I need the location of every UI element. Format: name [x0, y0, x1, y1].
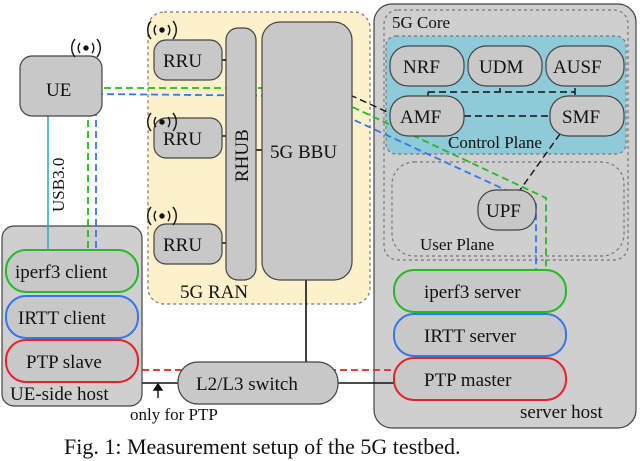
- rru-label: RRU: [163, 235, 202, 256]
- irtt-server-box: [393, 313, 567, 357]
- rhub-box: [225, 27, 257, 281]
- figure-caption: Fig. 1: Measurement setup of the 5G test…: [64, 434, 461, 459]
- usb-label: USB3.0: [49, 158, 68, 212]
- upf-box: [477, 189, 537, 231]
- upf-label: UPF: [486, 201, 521, 222]
- core-links: [349, 88, 576, 191]
- rru-box: [153, 39, 223, 81]
- rru-group: RRU RRU RRU: [153, 39, 223, 265]
- nrf-label: NRF: [403, 57, 440, 78]
- ausf-box: [545, 45, 625, 87]
- ptp-master-box: [393, 357, 567, 401]
- nrf-box: [389, 45, 465, 87]
- user-plane-label: User Plane: [420, 235, 494, 254]
- ue-host-label: UE-side host: [10, 384, 109, 405]
- amf-label: AMF: [400, 107, 441, 128]
- rru-box: [153, 223, 223, 265]
- rru-antenna-icons: [147, 20, 177, 226]
- irtt-server-label: IRTT server: [424, 326, 517, 347]
- control-plane-label: Control Plane: [448, 133, 542, 152]
- irtt-client-box: [5, 295, 139, 339]
- iperf3-server-box: [393, 269, 567, 313]
- ptp-slave-label: PTP slave: [26, 352, 102, 373]
- smf-box: [549, 95, 625, 137]
- ptp-note: only for PTP: [130, 405, 218, 424]
- irtt-client-label: IRTT client: [18, 308, 106, 329]
- rru-box: [153, 117, 223, 159]
- iperf3-client-box: [5, 249, 139, 293]
- switch-box: [177, 361, 339, 405]
- amf-box: [389, 95, 465, 137]
- rhub-label: RHUB: [232, 129, 253, 182]
- ue-label: UE: [46, 80, 71, 101]
- core-label: 5G Core: [392, 13, 450, 32]
- ptp-master-label: PTP master: [424, 370, 512, 391]
- ptp-slave-box: [5, 339, 139, 383]
- ue-box: [19, 55, 103, 117]
- bbu-label: 5G BBU: [270, 142, 337, 163]
- iperf3-path: [87, 87, 547, 270]
- ptp-note-arrow: [152, 382, 164, 398]
- smf-label: SMF: [562, 107, 600, 128]
- ran-label: 5G RAN: [180, 282, 248, 303]
- server-host-label: server host: [520, 402, 604, 423]
- udm-label: UDM: [479, 57, 523, 78]
- rru-label: RRU: [163, 129, 202, 150]
- irtt-path: [95, 93, 537, 314]
- ue-antenna-icon: [71, 38, 101, 58]
- rru-label: RRU: [163, 51, 202, 72]
- iperf3-client-label: iperf3 client: [15, 262, 108, 283]
- ausf-label: AUSF: [553, 57, 602, 78]
- ue-apps: iperf3 client IRTT client PTP slave: [5, 249, 139, 383]
- iperf3-server-label: iperf3 server: [424, 282, 521, 303]
- server-apps: iperf3 server IRTT server PTP master: [393, 269, 567, 401]
- bbu-box: [261, 21, 353, 281]
- core-functions: NRF UDM AUSF AMF SMF UPF: [389, 45, 625, 231]
- udm-box: [467, 45, 543, 87]
- switch-label: L2/L3 switch: [196, 374, 298, 395]
